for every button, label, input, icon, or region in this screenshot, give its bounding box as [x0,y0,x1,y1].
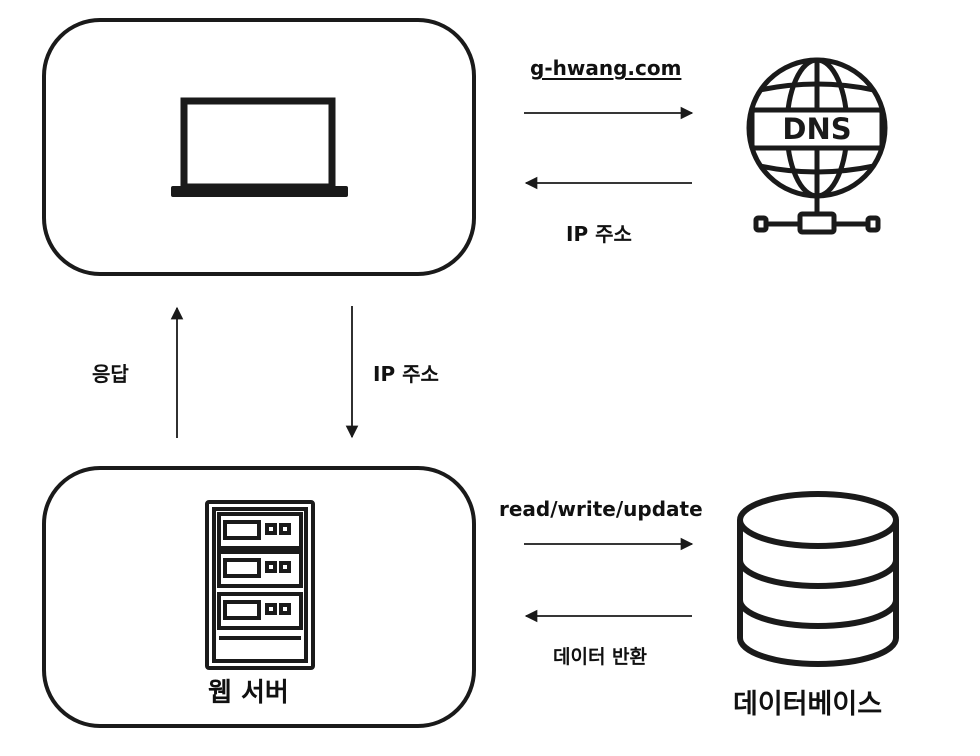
web-server-label: 웹 서버 [208,678,289,708]
ip-address-from-dns-label: IP 주소 [566,222,632,246]
dns-badge-text: DNS [782,112,851,146]
laptop-icon [171,97,348,197]
database-label: 데이터베이스 [733,689,883,720]
response-label: 응답 [92,362,129,386]
db-request-label: read/write/update [499,497,703,521]
database-icon [737,491,899,667]
ip-address-to-server-label: IP 주소 [373,362,439,386]
server-rack-icon [205,500,315,670]
db-return-label: 데이터 반환 [553,646,648,668]
domain-label: g-hwang.com [530,56,682,80]
client-node-box [42,18,476,276]
dns-globe-icon [746,57,888,235]
